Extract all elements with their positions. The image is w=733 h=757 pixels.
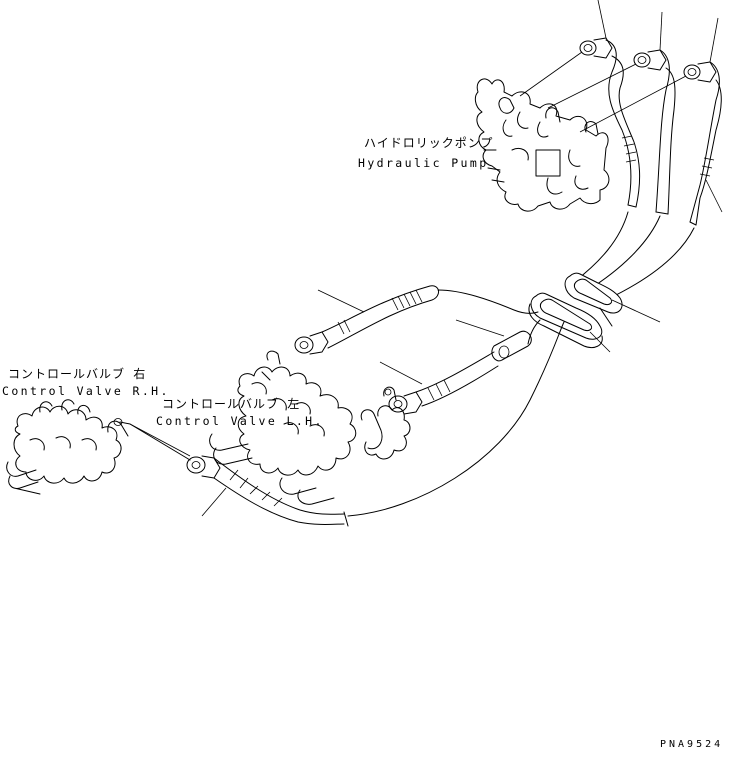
- control-valve-rh-label-jp: コントロールバルブ 右: [8, 367, 147, 381]
- control-valve-lh-label-en: Control Valve L.H.: [156, 414, 324, 428]
- hydraulic-pump-drawing: [474, 78, 610, 212]
- hose-clamp-rear: [564, 272, 623, 327]
- valve-link-line: [129, 423, 191, 457]
- pump-leader-lines: [519, 0, 723, 213]
- hose-piece-middle: [379, 319, 532, 415]
- clamp-leader-2: [589, 331, 611, 353]
- drawing-code: PNA9524: [660, 739, 724, 750]
- pump-fitting-1: [579, 37, 613, 59]
- hose-piece-upper: [294, 285, 439, 355]
- pump-fitting-3: [683, 61, 717, 83]
- clamp-leader-1: [611, 299, 661, 323]
- pump-fitting-2: [633, 49, 667, 71]
- control-valve-rh-drawing: [6, 399, 129, 495]
- upper-return-hose: [437, 289, 541, 345]
- pump-hoses: [605, 39, 722, 226]
- control-valve-lh-label-jp: コントロールバルブ 左: [162, 397, 301, 411]
- pump-label-jp: ハイドロリックポンプ: [364, 136, 494, 150]
- lower-hose: [119, 321, 565, 527]
- pump-label-en: Hydraulic Pump: [358, 156, 489, 170]
- control-valve-lh-drawing: [209, 350, 411, 505]
- control-valve-rh-label-en: Control Valve R.H.: [2, 384, 170, 398]
